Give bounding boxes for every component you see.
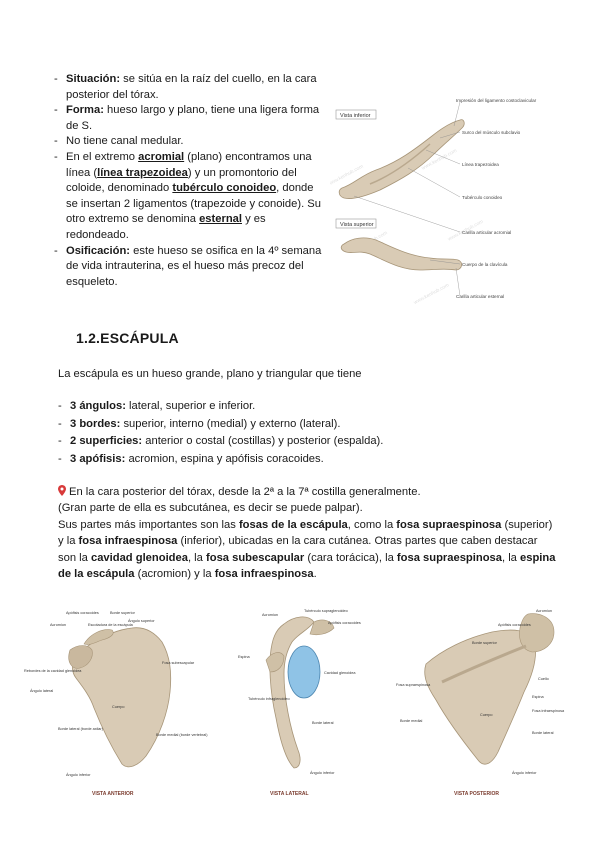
figure-label: Borde lateral: [312, 721, 334, 725]
figure-label: Fosa infraespinosa: [532, 709, 565, 713]
figure-label: Apófisis coracoides: [66, 611, 99, 615]
list-item: Situación: se sitúa en la raíz del cuell…: [54, 72, 322, 103]
glenoid-anterior: [68, 645, 93, 669]
spine-posterior: [441, 644, 527, 684]
watermark-text: www.kenhub.com: [413, 282, 450, 306]
glenoid-cavity: [287, 645, 321, 699]
figure-label: Carilla articular esternal: [456, 294, 504, 299]
figure-label: Acromion: [50, 623, 66, 627]
figure-label: Surco del músculo subclavio: [462, 130, 521, 135]
section-title: 1.2.ESCÁPULA: [76, 330, 179, 346]
clavicle-figure: www.kenhub.com www.kenhub.com www.kenhub…: [330, 98, 537, 306]
spine-lateral: [265, 652, 285, 673]
list-item: Forma: hueso largo y plano, tiene una li…: [54, 103, 322, 134]
acromion-posterior: [519, 613, 555, 653]
view-superior-label: Vista superior: [340, 222, 374, 228]
label-leader: [407, 167, 461, 198]
view-inferior-box: [335, 109, 377, 120]
scapula-posterior-view: Acromion Apófisis coracoides Borde super…: [396, 609, 565, 797]
figure-label: Apófisis coracoides: [328, 621, 361, 625]
figure-label: Espina: [238, 655, 250, 659]
view-inferior-label: Vista inferior: [340, 113, 371, 119]
list-item: 3 bordes: superior, interno (medial) y e…: [58, 416, 383, 434]
figure-label: Cuello: [538, 677, 549, 681]
figure-label: Cuerpo: [480, 713, 492, 717]
figure-label: Tubérculo supraglenoideo: [304, 609, 348, 613]
caption-lateral: VISTA LATERAL: [270, 791, 309, 797]
scapula-figures: Apófisis coracoides Borde superior Acrom…: [24, 609, 565, 797]
figure-label: Cavidad glenoidea: [324, 671, 356, 675]
figure-label: Fosa subescapular: [162, 661, 195, 665]
caption-anterior: VISTA ANTERIOR: [92, 791, 134, 797]
figure-label: Borde superior: [472, 641, 498, 645]
figure-label: Borde medial: [400, 719, 423, 723]
clavicle-list: Situación: se sitúa en la raíz del cuell…: [54, 72, 322, 290]
label-leader: [429, 259, 461, 265]
list-item: 3 apófisis: acromion, espina y apófisis …: [58, 451, 383, 469]
list-item: Osificación: este hueso se osifica en la…: [54, 244, 322, 291]
figure-label: Cuerpo: [112, 705, 124, 709]
list-item: No tiene canal medular.: [54, 134, 322, 150]
figure-label: Ángulo lateral: [30, 689, 53, 693]
pin-icon: [58, 485, 66, 496]
figure-label: Rebordes de la cavidad glenoidea: [24, 669, 82, 673]
label-leader: [439, 131, 461, 139]
figure-label: Acromion: [536, 609, 552, 613]
list-item: En el extremo acromial (plano) encontram…: [54, 150, 322, 244]
clavicle-groove: [369, 143, 431, 185]
figure-label: Carilla articular acromial: [462, 230, 511, 235]
intro-text: La escápula es un hueso grande, plano y …: [58, 368, 362, 380]
figure-label: Acromion: [262, 613, 278, 617]
parts-text: Sus partes más importantes son las fosas…: [58, 518, 556, 581]
scapula-properties-list: 3 ángulos: lateral, superior e inferior.…: [58, 398, 383, 468]
figure-label: Cuerpo de la clavícula: [462, 262, 508, 267]
figure-label: Borde superior: [110, 611, 136, 615]
coracoid-lateral: [309, 619, 335, 636]
caption-posterior: VISTA POSTERIOR: [454, 791, 499, 797]
list-item: 3 ángulos: lateral, superior e inferior.: [58, 398, 383, 416]
list-item: 2 superficies: anterior o costal (costil…: [58, 433, 383, 451]
label-leader: [425, 149, 461, 165]
label-leader: [453, 101, 461, 127]
figure-label: Escotadura de la escápula: [88, 623, 134, 627]
coracoid-anterior: [83, 629, 114, 645]
figure-label: Tubérculo conoideo: [462, 195, 503, 200]
note-line: (Gran parte de ella es subcutánea, es de…: [58, 502, 363, 515]
figure-label: Ángulo superior: [128, 619, 155, 623]
figure-label: Borde lateral (borde axilar): [58, 727, 104, 731]
figure-label: Ángulo inferior: [66, 773, 91, 777]
label-leader: [455, 267, 461, 297]
figure-label: Apófisis coracoides: [498, 623, 531, 627]
clavicle-inferior-bone: [338, 119, 465, 199]
figure-label: Ángulo inferior: [512, 771, 537, 775]
scapula-anterior-bone: [72, 627, 172, 768]
figure-label: Espina: [532, 695, 544, 699]
figure-label: Fosa supraespinosa: [396, 683, 431, 687]
location-line: En la cara posterior del tórax, desde la…: [58, 484, 558, 500]
figure-label: Borde medial (borde vertebral): [156, 733, 208, 737]
scapula-lateral-view: Acromion Tubérculo supraglenoideo Apófis…: [238, 609, 361, 797]
clavicle-superior-bone: [340, 237, 462, 271]
scapula-anterior-view: Apófisis coracoides Borde superior Acrom…: [24, 611, 208, 797]
figure-label: Impresión del ligamento costoclavicular: [456, 98, 537, 103]
description-paragraph: En la cara posterior del tórax, desde la…: [58, 484, 558, 582]
figure-label: Borde lateral: [532, 731, 554, 735]
figure-label: Línea trapezoidea: [462, 162, 499, 167]
label-leader: [353, 195, 461, 233]
scapula-posterior-bone: [424, 629, 536, 765]
figure-label: Ángulo inferior: [310, 771, 335, 775]
figure-label: Tubérculo infraglenoideo: [248, 697, 290, 701]
view-superior-box: [335, 218, 377, 229]
